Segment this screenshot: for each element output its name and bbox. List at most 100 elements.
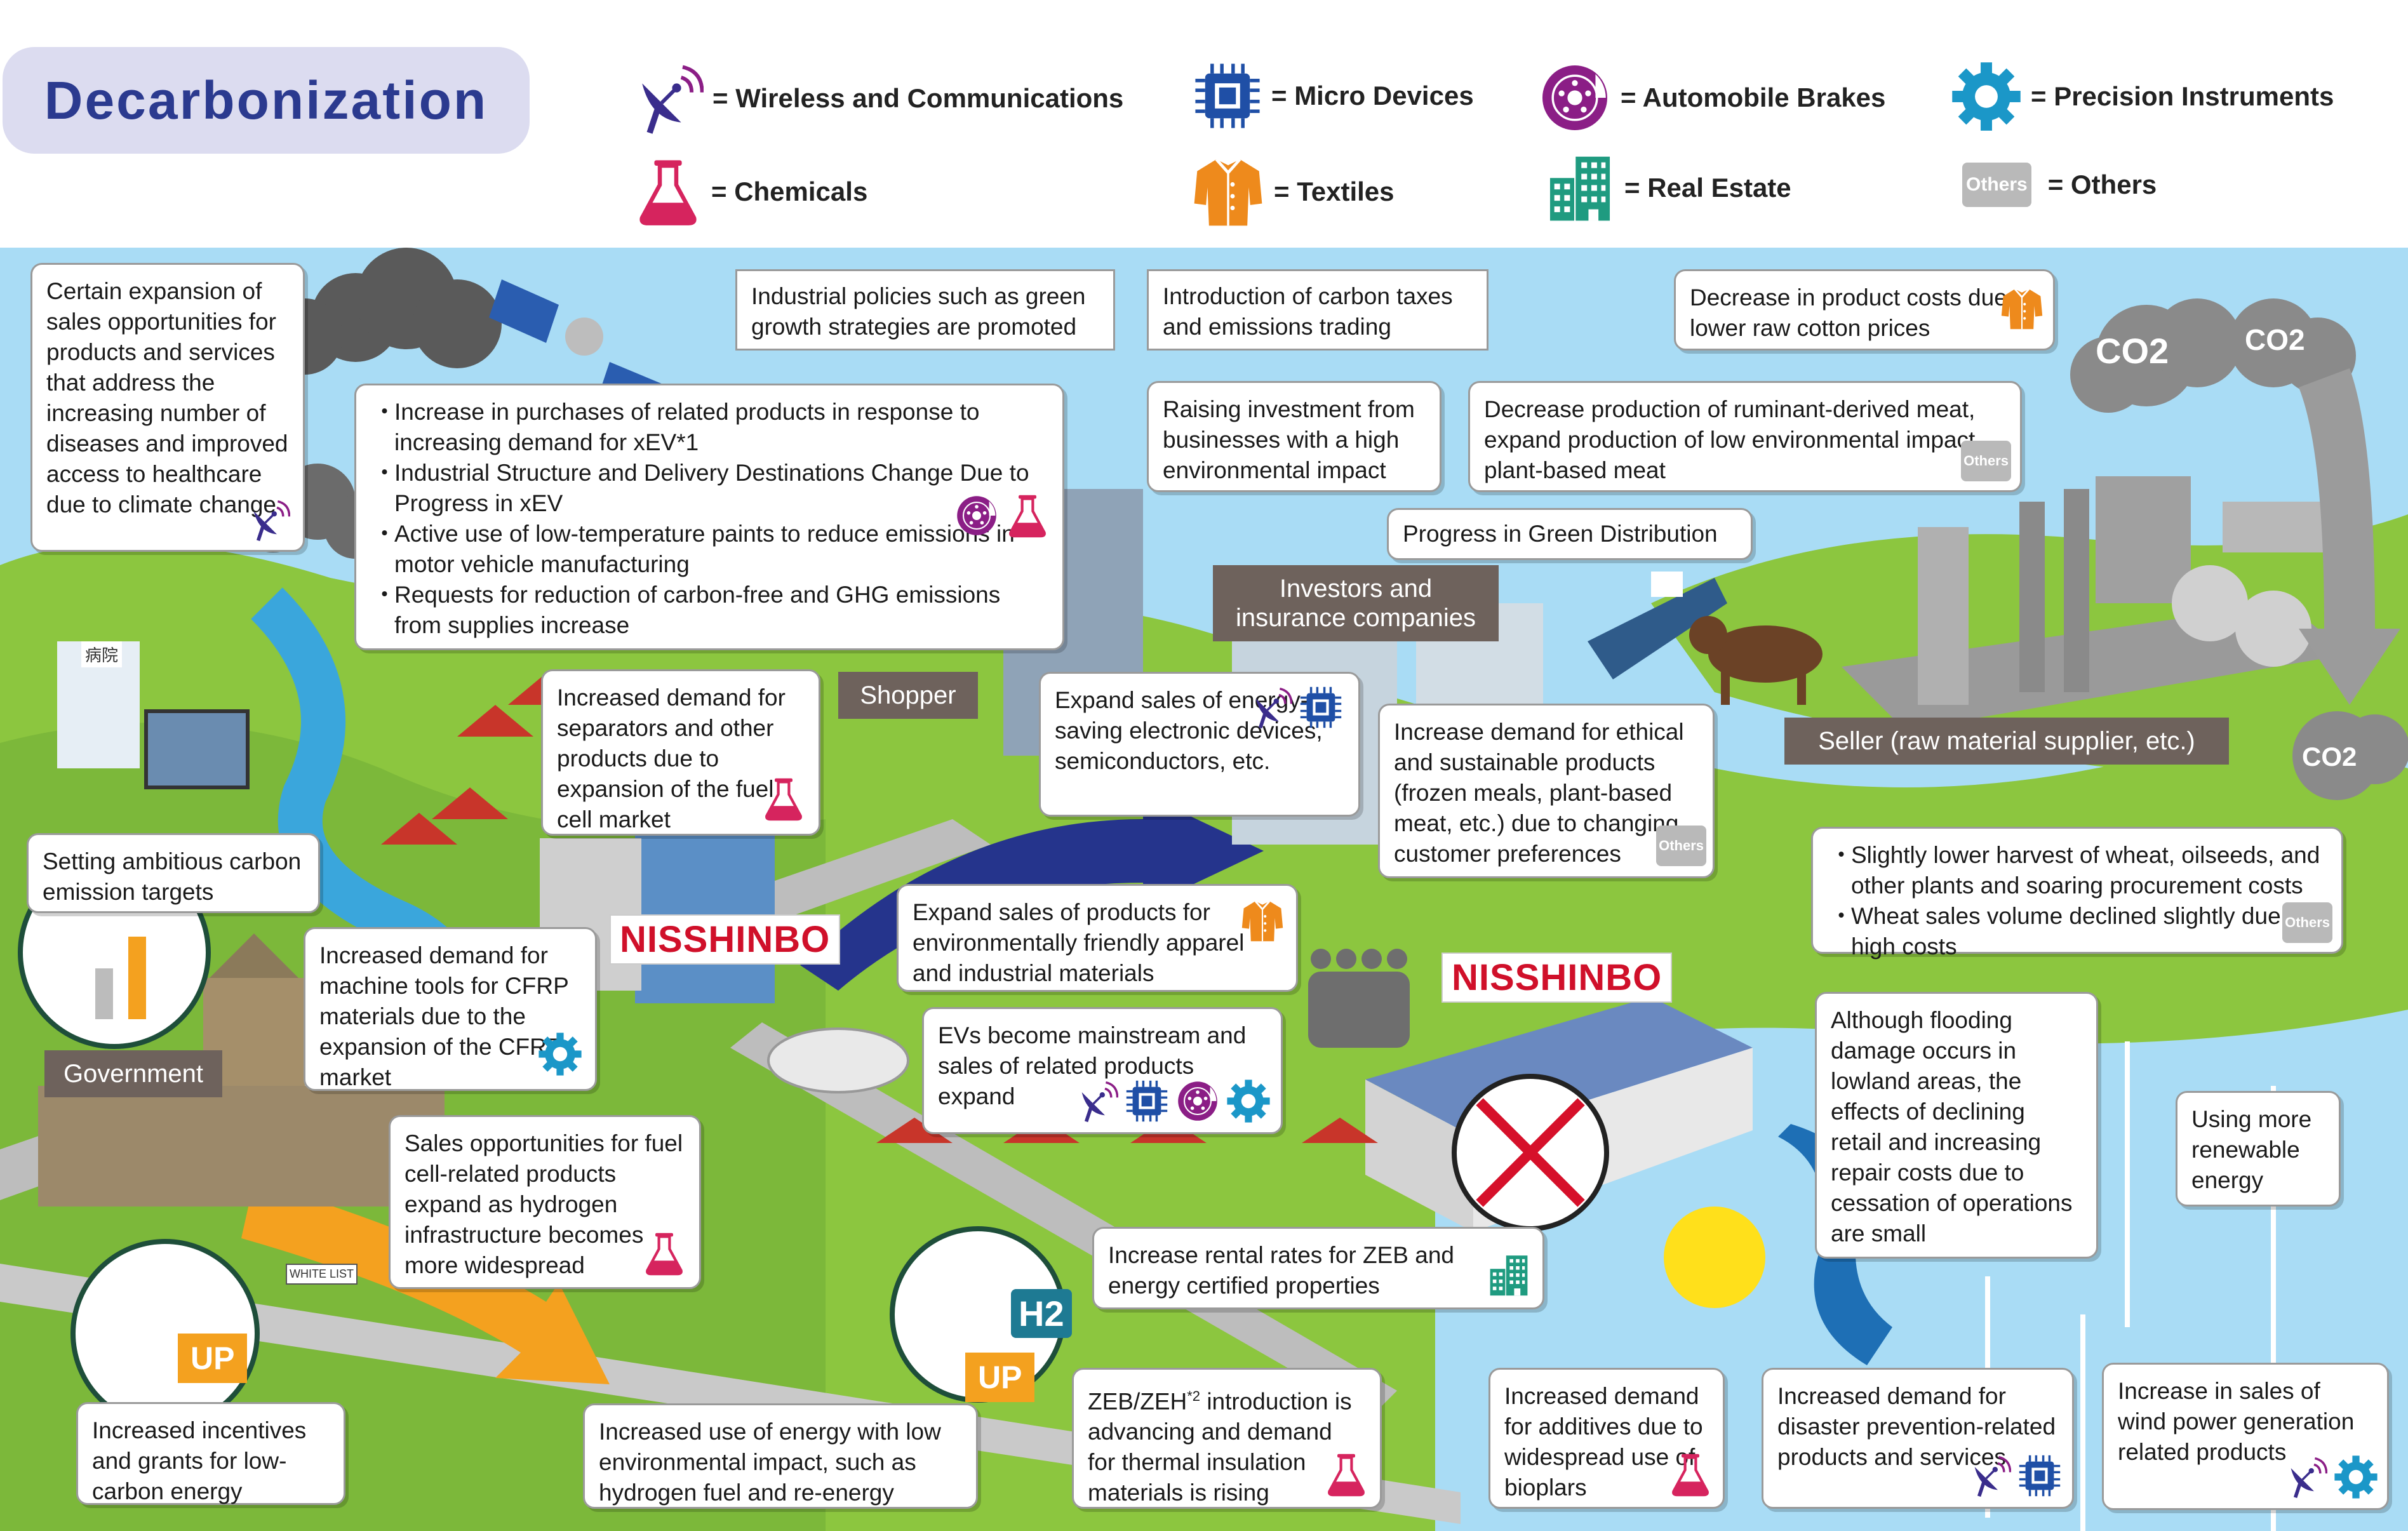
wireless-icon	[629, 61, 704, 136]
callout-carbon-targets: Setting ambitious carbon emission target…	[27, 833, 320, 913]
legend-wireless: = Wireless and Communications	[629, 61, 1123, 136]
footnote-mark: *2	[1187, 1388, 1201, 1404]
co2-label: CO2	[2245, 323, 2305, 356]
sun	[1664, 1207, 1765, 1308]
wireless-icon	[1074, 1079, 1118, 1123]
no-plastic-sign	[1452, 1074, 1609, 1231]
cow	[1689, 616, 1823, 705]
legend-chemicals: = Chemicals	[634, 152, 867, 231]
legend-label: = Real Estate	[1624, 173, 1791, 203]
micro-devices-icon	[1193, 61, 1262, 131]
wireless-icon	[1967, 1454, 2011, 1498]
callout-renewable: Using more renewable energy	[2176, 1091, 2341, 1207]
callout-xev: Increase in purchases of related product…	[354, 384, 1064, 650]
title-pill: Decarbonization	[3, 47, 530, 154]
callout-text: introduction is advancing and demand for…	[1088, 1388, 1352, 1506]
legend-textiles: = Textiles	[1191, 152, 1395, 231]
callout-text: Increased demand for disaster prevention…	[1777, 1383, 2056, 1470]
textiles-shirt-icon	[1191, 152, 1265, 231]
legend-label: = Others	[2047, 170, 2157, 199]
callout-carbon-taxes: Introduction of carbon taxes and emissio…	[1147, 269, 1488, 351]
callout-text: Increased demand for separators and othe…	[557, 685, 786, 832]
callout-text: Increase rental rates for ZEB and energy…	[1108, 1242, 1454, 1299]
legend-label: = Automobile Brakes	[1621, 83, 1886, 112]
textiles-shirt-icon	[2000, 286, 2044, 331]
callout-text: Certain expansion of sales opportunities…	[46, 278, 288, 518]
wireless-icon	[246, 498, 290, 542]
seller-label: Seller (raw material supplier, etc.)	[1784, 718, 2229, 765]
hospital-sign: 病院	[81, 641, 123, 667]
legend-others: Others = Others	[1962, 163, 2157, 207]
xev-list: Increase in purchases of related product…	[373, 397, 1048, 641]
callout-incentives: Increased incentives and grants for low-…	[76, 1402, 345, 1505]
precision-gear-icon	[2334, 1455, 2378, 1499]
callout-cfrp: Increased demand for machine tools for C…	[304, 927, 597, 1091]
h2-label: H2	[1011, 1289, 1072, 1338]
wheat-list: Slightly lower harvest of wheat, oilseed…	[1829, 840, 2327, 962]
callout-cotton: Decrease in product costs due to lower r…	[1674, 269, 2055, 351]
legend-micro: = Micro Devices	[1193, 61, 1474, 131]
wireless-icon	[2283, 1455, 2327, 1499]
micro-devices-icon	[1125, 1079, 1169, 1123]
callout-hydrogen: Increased use of energy with low environ…	[583, 1403, 978, 1509]
white-list-doc: WHITE LIST	[286, 1264, 358, 1285]
co2-label: CO2	[2096, 331, 2169, 371]
list-item: Active use of low-temperature paints to …	[373, 519, 1048, 580]
illustration-scene: NISSHINBO NISSHINBO CO2 CO2 CO2 H2 UP UP…	[0, 248, 2408, 1531]
nisshinbo-sign-factory: NISSHINBO	[1441, 953, 1673, 1003]
callout-wind: Increase in sales of wind power generati…	[2102, 1363, 2389, 1510]
callout-industrial-policies: Industrial policies such as green growth…	[735, 269, 1115, 351]
people-crowd	[1308, 949, 1410, 1048]
co2-label: CO2	[2302, 742, 2357, 772]
chemicals-flask-icon	[761, 777, 806, 821]
list-item: Increase in purchases of related product…	[373, 397, 1048, 458]
callout-text: Increase demand for ethical and sustaina…	[1394, 719, 1684, 867]
precision-gear-icon	[1951, 61, 2022, 132]
brand-text: NISSHINBO	[1452, 957, 1662, 998]
callout-text: Decrease production of ruminant-derived …	[1484, 396, 1976, 483]
callout-text: Increased demand for machine tools for C…	[319, 942, 569, 1090]
shopper-label: Shopper	[838, 672, 978, 719]
callout-text: Increased demand for additives due to wi…	[1504, 1383, 1703, 1501]
real-estate-building-icon	[1487, 1253, 1531, 1297]
investors-label: Investors and insurance companies	[1213, 565, 1499, 641]
chemicals-flask-icon	[642, 1231, 686, 1276]
callout-text: ZEB/ZEH	[1088, 1388, 1187, 1415]
chemicals-flask-icon	[634, 152, 702, 231]
cargo-ship	[1588, 572, 1727, 679]
callout-flooding: Although flooding damage occurs in lowla…	[1815, 992, 2098, 1259]
page-title: Decarbonization	[44, 70, 488, 130]
legend-real-estate: = Real Estate	[1544, 152, 1791, 224]
callout-text: Expand sales of energy-saving electronic…	[1055, 687, 1323, 774]
government-building	[38, 933, 445, 1207]
ev-car	[767, 1027, 909, 1093]
callout-zeb-intro: ZEB/ZEH*2 introduction is advancing and …	[1072, 1368, 1382, 1509]
chemicals-flask-icon	[1324, 1452, 1368, 1497]
callout-fuel-cell: Sales opportunities for fuel cell-relate…	[389, 1115, 701, 1289]
callout-healthcare: Certain expansion of sales opportunities…	[30, 263, 305, 552]
callout-evs: EVs become mainstream and sales of relat…	[922, 1007, 1283, 1134]
callout-apparel: Expand sales of products for environment…	[897, 884, 1298, 992]
up-badge: UP	[178, 1334, 248, 1383]
real-estate-building-icon	[1544, 152, 1615, 224]
chemicals-flask-icon	[1668, 1452, 1713, 1497]
callout-ruminant: Decrease production of ruminant-derived …	[1468, 381, 2022, 492]
header: Decarbonization = Wireless and Communica…	[0, 0, 2408, 248]
road-diagonal	[730, 1022, 1397, 1416]
others-icon: Others	[1656, 826, 1706, 866]
legend-label: = Textiles	[1274, 177, 1395, 206]
legend-brake: = Automobile Brakes	[1538, 61, 1885, 135]
telemedicine-screen	[144, 709, 250, 789]
legend-label: = Micro Devices	[1271, 81, 1474, 110]
brake-icon	[954, 493, 999, 538]
co2-cloud	[2070, 298, 2408, 800]
legend-label: = Wireless and Communications	[712, 83, 1124, 113]
co2-arrow	[2299, 368, 2400, 705]
micro-devices-icon	[1299, 685, 1343, 730]
chemicals-flask-icon	[1005, 493, 1050, 538]
callout-text: EVs become mainstream and sales of relat…	[938, 1022, 1247, 1109]
others-icon: Others	[2282, 902, 2332, 943]
callout-text: Expand sales of products for environment…	[913, 899, 1245, 986]
chart-bar-orange	[128, 937, 146, 1019]
up-badge: UP	[965, 1353, 1035, 1402]
